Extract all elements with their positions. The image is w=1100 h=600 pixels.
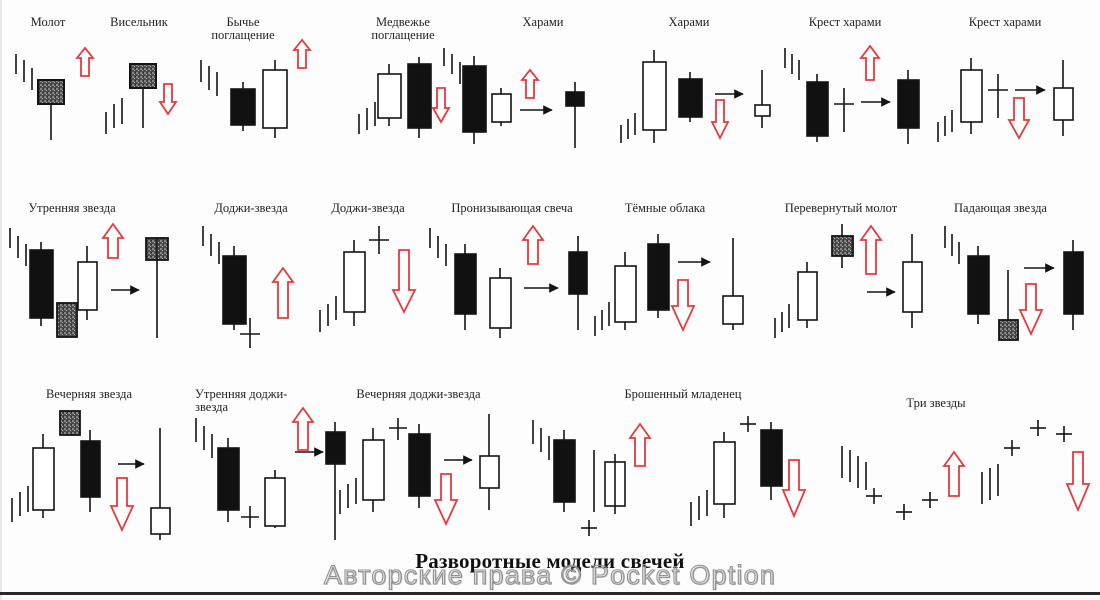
pattern-morning-star (9, 228, 169, 338)
pattern-dark-clouds (594, 234, 744, 336)
pattern-label-three-stars: Три звезды (906, 396, 966, 410)
arrow-up-bullish-engulfing (292, 38, 312, 69)
chart-bottom-title: Разворотные модели свечей (415, 549, 685, 573)
pattern-label-doji-star-bear: Доджи-звезда (331, 201, 405, 215)
pattern-label-piercing-line: Пронизывающая свеча (451, 201, 573, 215)
pattern-label-dark-clouds: Тёмные облака (624, 201, 706, 215)
pattern-label-morning-doji-star: Утренняя доджи- звезда (195, 387, 288, 414)
pattern-label-hanging-man: Висельник (110, 15, 168, 29)
pattern-inverted-hammer (774, 224, 923, 338)
pattern-label-harami-cross-bear: Крест харами (968, 15, 1042, 29)
arrow-up-harami-cross-bull (859, 44, 881, 81)
pattern-label-harami-cross-bull: Крест харами (808, 15, 882, 29)
arrow-down-dark-clouds (670, 279, 696, 333)
pattern-hammer (15, 54, 65, 140)
pattern-doji-star-bull (202, 226, 260, 348)
pattern-evening-star (11, 410, 171, 540)
arrow-down-three-stars (1065, 451, 1091, 513)
arrow-up-morning-doji-star (291, 406, 315, 451)
pattern-label-hammer: Молот (30, 15, 66, 29)
arrow-up-morning-star (101, 222, 125, 259)
arrow-up-hammer (75, 46, 95, 77)
arrow-down-harami-bear (710, 99, 730, 141)
pattern-bearish-engulfing (358, 57, 432, 138)
pattern-evening-doji-star (339, 414, 500, 514)
pattern-label-harami-bull: Харами (522, 15, 564, 29)
arrow-down-evening-doji-star (433, 473, 459, 527)
arrow-up-harami-bull (520, 68, 540, 99)
pattern-doji-star-bear (319, 226, 389, 332)
copyright-watermark: Авторские права © Pocket Option (323, 559, 777, 590)
arrow-down-abandoned-baby (781, 459, 807, 519)
pattern-label-inverted-hammer: Перевернутый молот (784, 201, 898, 215)
arrow-up-doji-star-bull (271, 266, 295, 319)
pattern-hanging-man (105, 63, 157, 134)
pattern-shooting-star (944, 226, 1084, 341)
arrow-down-hanging-man (158, 83, 178, 116)
pattern-harami-bull (443, 48, 585, 148)
pattern-abandoned-baby-bear (690, 416, 783, 526)
pattern-harami-cross-bull (784, 48, 920, 144)
pattern-harami-cross-bear (937, 58, 1074, 142)
pattern-label-abandoned-baby: Брошенный младенец (624, 387, 742, 401)
arrow-up-piercing-line (521, 224, 545, 265)
pattern-three-stars-bull (841, 446, 938, 520)
pattern-harami-bear (620, 50, 771, 143)
arrow-up-inverted-hammer (859, 224, 883, 275)
arrow-down-bearish-engulfing (431, 87, 451, 124)
pattern-label-morning-star: Утренняя звезда (28, 201, 116, 215)
arrow-down-shooting-star (1018, 283, 1044, 337)
pattern-bullish-engulfing (200, 60, 288, 138)
arrow-down-evening-star (109, 477, 135, 533)
bottom-edge-rule (0, 592, 1100, 595)
pattern-piercing-line (429, 228, 588, 338)
pattern-label-evening-star: Вечерняя звезда (45, 387, 133, 401)
pattern-three-stars-bear (981, 420, 1072, 504)
pattern-label-bullish-engulfing: Бычье поглащение (211, 15, 275, 42)
pattern-morning-doji-star (195, 418, 346, 540)
left-edge-rule (0, 0, 2, 600)
arrow-up-three-stars (942, 450, 966, 497)
arrow-down-harami-cross-bear (1007, 97, 1031, 140)
pattern-label-evening-doji-star: Вечерняя доджи-звезда (356, 387, 481, 401)
pattern-label-doji-star-bull: Доджи-звезда (214, 201, 288, 215)
pattern-abandoned-baby-bull (532, 420, 626, 536)
pattern-label-harami-bear: Харами (668, 15, 710, 29)
arrow-up-abandoned-baby (628, 422, 652, 467)
pattern-label-bearish-engulfing: Медвежье поглащение (371, 15, 435, 42)
arrow-down-doji-star-bear (391, 249, 417, 315)
pattern-label-shooting-star: Падающая звезда (954, 201, 1047, 215)
